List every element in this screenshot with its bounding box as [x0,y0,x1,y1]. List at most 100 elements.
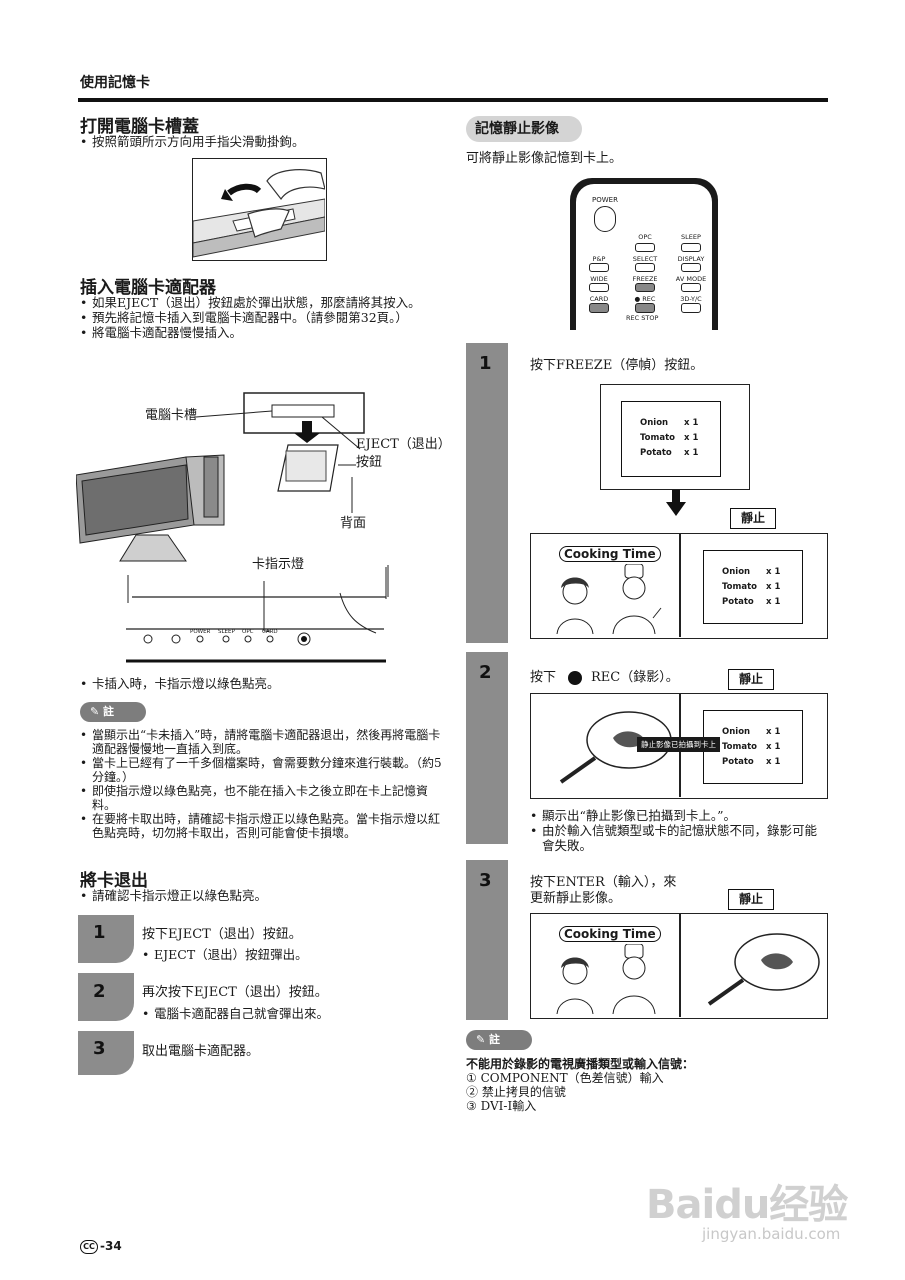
remote-label: CARD [589,295,609,303]
remote-label: OPC [638,233,652,241]
label-back: 背面 [340,516,367,531]
cooking-time-title: Cooking Time [559,926,661,942]
step-text: 按下ENTER（輸入），來 [530,875,677,890]
remote-label: P&P [592,255,606,263]
bullet: 由於輸入信號類型或卡的記憶狀態不同，錄影可能會失敗。 [530,823,828,853]
panel-label-sleep: SLEEP [218,629,235,635]
panel-label-opc: OPC [242,629,254,635]
remote-label: SLEEP [681,233,701,241]
bullet: 卡插入時，卡指示燈以綠色點亮。 [80,676,442,691]
cc-badge: CC [80,1240,98,1254]
step2-bullets: 顯示出“静止影像已拍攝到卡上。”。 由於輸入信號類型或卡的記憶狀態不同，錄影可能… [530,808,828,853]
freeze-button[interactable] [635,283,655,292]
bullet: 預先將記憶卡插入到電腦卡適配器中。（請參閱第32頁。） [80,310,442,325]
step-text: 再次按下EJECT（退出）按鈕。 [142,985,328,1000]
page-number: -34 [100,1239,122,1253]
insert-bullets: 如果EJECT（退出）按鈕處於彈出狀態，那麼請將其按入。 預先將記憶卡插入到電腦… [80,295,442,340]
select-button[interactable] [635,263,655,272]
step-number: 3 [479,870,492,891]
bullet: 顯示出“静止影像已拍攝到卡上。”。 [530,808,828,823]
remove-bullets: 請確認卡指示燈正以綠色點亮。 [80,888,442,903]
note-item: ② 禁止拷貝的信號 [466,1085,566,1099]
watermark-url: jingyan.baidu.com [702,1225,841,1243]
remote-label: AV MODE [675,275,707,283]
remote-label: FREEZE [632,275,658,283]
note2-heading: 不能用於錄影的電視廣播類型或輸入信號： [466,1057,695,1071]
freeze-tag: 靜止 [728,889,774,910]
bullet: 按照箭頭所示方向用手指尖滑動掛鉤。 [80,134,440,149]
cooking-time-title: Cooking Time [559,546,661,562]
step-number: 1 [479,353,492,374]
power-button[interactable] [594,206,616,232]
cooking-people-icon [556,564,662,634]
saved-overlay: 静止影像已拍攝到卡上 [637,737,720,752]
step-number: 1 [93,922,106,943]
still-intro: 可將靜止影像記憶到卡上。 [466,151,623,166]
label-indicator: 卡指示燈 [252,557,305,572]
paperclip-icon: ✎ [476,1033,490,1046]
remote-label: DISPLAY [677,255,705,263]
down-arrow-icon [666,490,686,516]
card-insertion-diagram [76,392,389,663]
split-screen-frame: Cooking Time [530,913,828,1019]
rec-button[interactable] [635,303,655,313]
frying-pan-icon [559,711,672,784]
remote-buttons: OPC SLEEP P&P SELECT DISPLAY WIDE FREEZE… [576,233,716,322]
bullet: 如果EJECT（退出）按鈕處於彈出狀態，那麼請將其按入。 [80,295,442,310]
slot-cover-illustration [192,158,327,261]
remote-label: 3D-Y/C [680,295,702,303]
rec-dot-icon [568,671,582,685]
label-card-slot: 電腦卡槽 [145,408,198,423]
remote-label: WIDE [590,275,608,283]
step-tab [78,1031,134,1075]
pp-button[interactable] [589,263,609,272]
open-slot-bullets: 按照箭頭所示方向用手指尖滑動掛鉤。 [80,134,440,149]
note-item: 當顯示出“卡未插入”時，請將電腦卡適配器退出，然後再將電腦卡適配器慢慢地一直插入… [80,728,442,756]
step-text: 按下EJECT（退出）按鈕。 [142,927,302,942]
section-header: 使用記憶卡 [80,75,150,91]
step-number: 2 [479,662,492,683]
hand-slide-icon [192,169,326,258]
sleep-button[interactable] [681,243,701,252]
step-tab [78,973,134,1021]
open-slot-title: 打開電腦卡槽蓋 [80,117,199,137]
bullet: 請確認卡指示燈正以綠色點亮。 [80,888,442,903]
step-tab [78,915,134,963]
display-button[interactable] [681,263,701,272]
step-text: 按下FREEZE（停幀）按鈕。 [530,358,704,373]
step-text: 取出電腦卡適配器。 [142,1044,260,1059]
paperclip-icon: ✎ [90,705,104,718]
note-badge: ✎ 註 [466,1030,532,1050]
watermark-brand: Baidu经验 [646,1182,848,1228]
step-number: 2 [93,981,106,1002]
step-sub: EJECT（退出）按鈕彈出。 [142,947,308,962]
remote-label: ● REC [634,295,656,303]
note-item: 當卡上已經有了一千多個檔案時，會需要數分鐘來進行裝載。（約5分鐘。） [80,756,442,784]
step-sub: 電腦卡適配器自己就會彈出來。 [142,1006,329,1021]
label-eject-button: 按鈕 [356,455,383,470]
still-title: 記憶靜止影像 [466,116,582,142]
card-button[interactable] [589,303,609,313]
step-number: 3 [93,1038,106,1059]
av-mode-button[interactable] [681,283,701,292]
panel-label-power: POWER [190,629,211,635]
wide-button[interactable] [589,283,609,292]
header-rule [78,98,828,102]
remote-label: POWER [592,196,618,204]
insert-title: 插入電腦卡適配器 [80,278,216,298]
opc-button[interactable] [635,243,655,252]
bullet: 將電腦卡適配器慢慢插入。 [80,325,442,340]
step-text: 更新靜止影像。 [530,891,622,906]
note-badge: ✎ 註 [80,702,146,722]
3d-yc-button[interactable] [681,303,701,313]
remote-label: REC STOP [626,314,659,322]
step-text-pre: 按下 [530,670,557,685]
note2-list: ① COMPONENT（色差信號）輸入 ② 禁止拷貝的信號 ③ DVI-I輸入 [466,1071,664,1113]
freeze-tag: 靜止 [730,508,776,529]
note-item: ③ DVI-I輸入 [466,1099,537,1113]
